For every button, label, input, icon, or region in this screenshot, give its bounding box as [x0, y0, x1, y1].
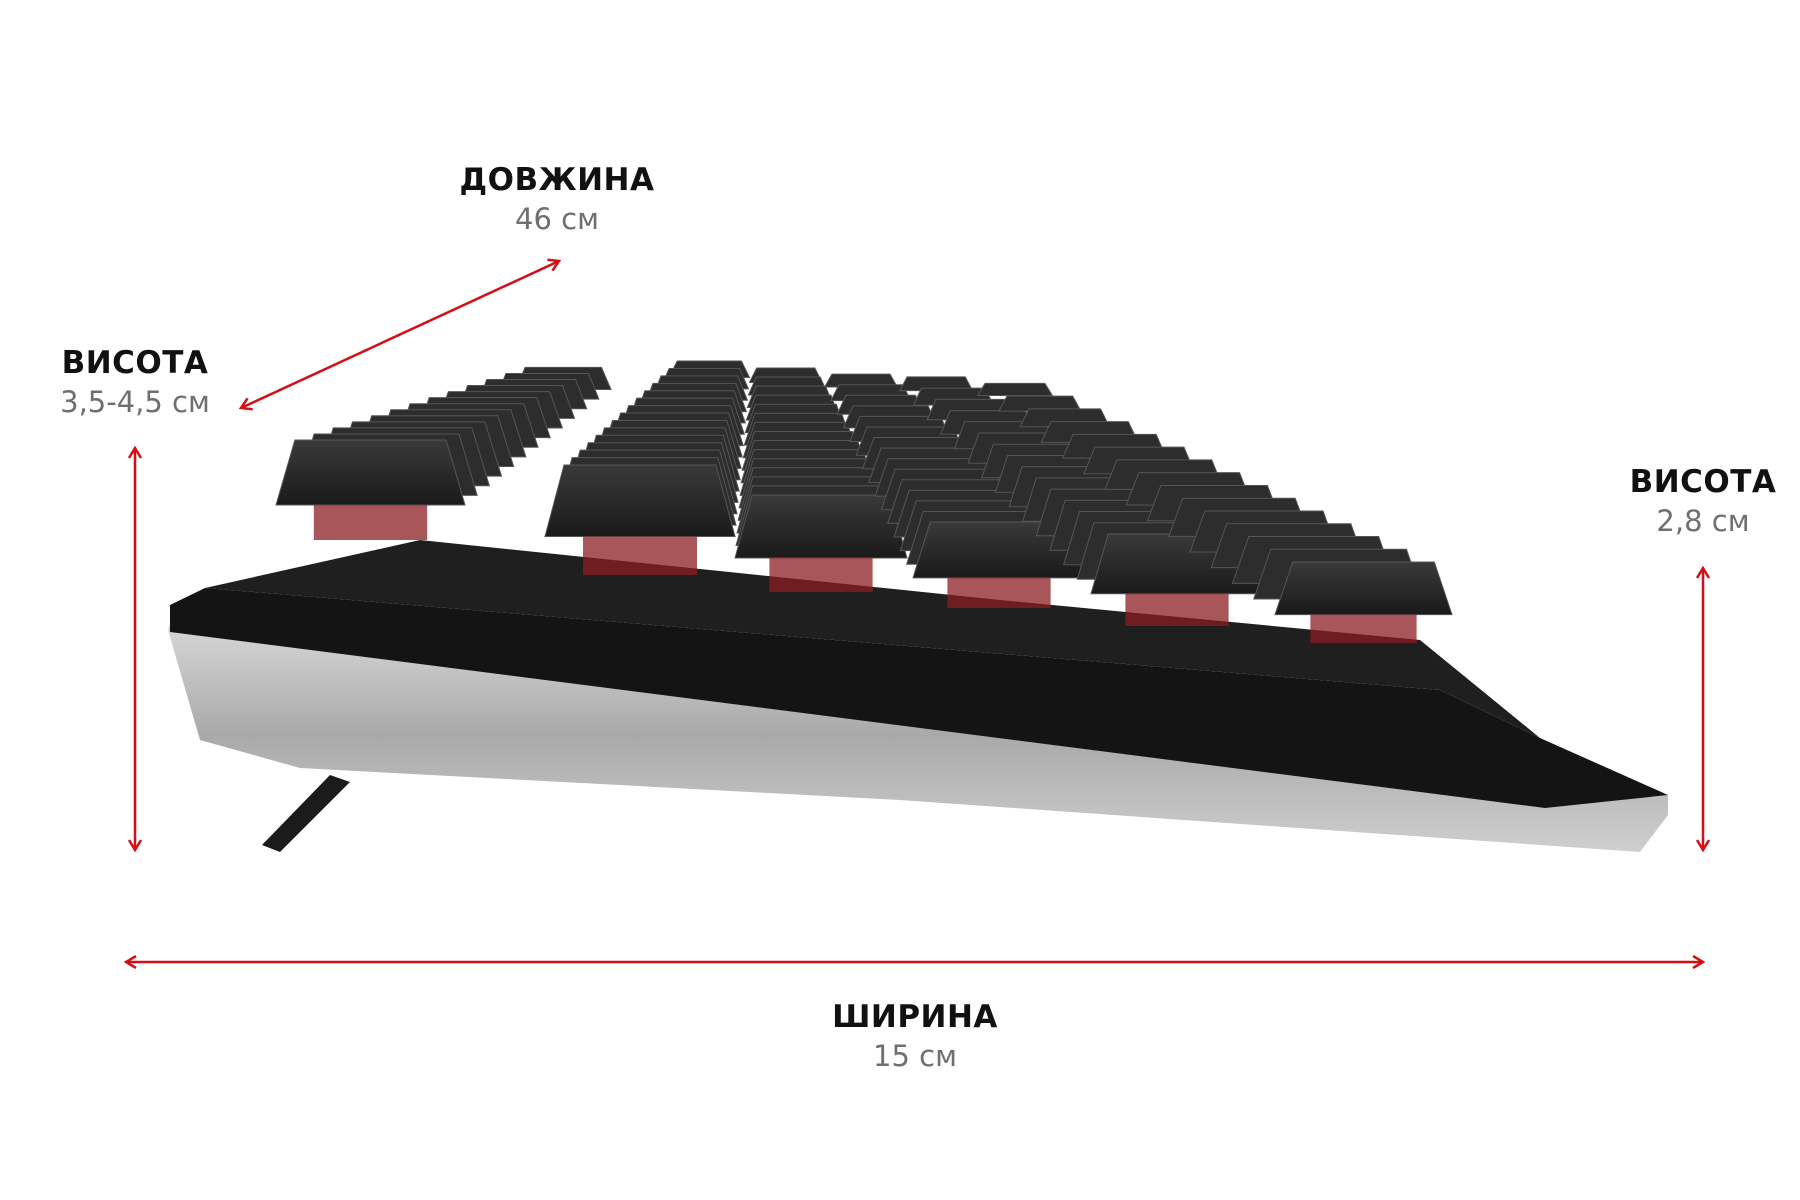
key-switch	[313, 505, 428, 540]
key-switch	[1125, 593, 1229, 626]
rear-height-title: ВИСОТА	[61, 345, 209, 381]
keyboard-deck	[205, 540, 1540, 738]
rear-height-value: 3,5-4,5 см	[60, 385, 210, 419]
key-switch	[769, 558, 873, 592]
length-title: ДОВЖИНА	[459, 162, 655, 198]
width-title: ШИРИНА	[832, 999, 998, 1035]
keycap	[1274, 561, 1453, 616]
length-value: 46 см	[515, 202, 599, 236]
length-label: ДОВЖИНА 46 см	[460, 161, 655, 239]
keyboard-photo	[168, 360, 1668, 852]
keycap	[544, 464, 736, 537]
key-switch	[947, 577, 1051, 608]
width-value: 15 см	[873, 1039, 957, 1073]
kickstand	[262, 775, 350, 852]
key-switch	[583, 536, 697, 575]
width-label: ШИРИНА 15 см	[832, 998, 998, 1076]
keycap	[275, 439, 466, 506]
front-height-value: 2,8 см	[1656, 504, 1750, 538]
key-switch	[1310, 614, 1417, 643]
front-height-title: ВИСОТА	[1629, 464, 1777, 500]
keycap	[734, 494, 908, 559]
keyboard-top-frame	[170, 588, 1668, 808]
keycap	[976, 382, 1054, 396]
length-arrow	[241, 261, 559, 408]
front-height-label: ВИСОТА 2,8 см	[1630, 463, 1777, 541]
rear-height-label: ВИСОТА 3,5-4,5 см	[60, 344, 210, 422]
